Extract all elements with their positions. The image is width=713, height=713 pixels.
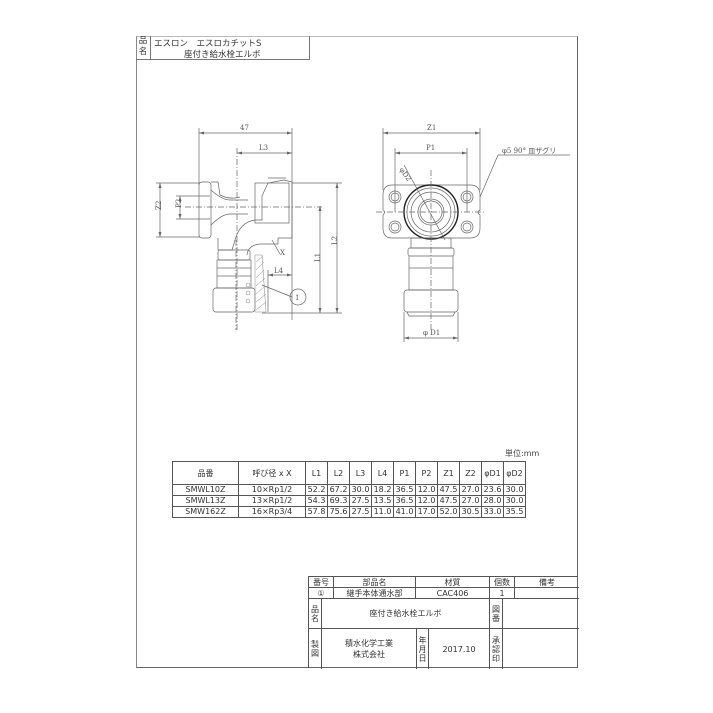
cell: 27.5 xyxy=(349,495,372,507)
cell: 27.5 xyxy=(349,506,372,518)
cell: 18.2 xyxy=(371,484,394,496)
label-char: 名 xyxy=(138,47,148,57)
header-cell: P1 xyxy=(393,461,416,485)
date-value: 2017.10 xyxy=(429,629,490,669)
header-cell: Z2 xyxy=(459,461,482,485)
maker-line2: 株式会社 xyxy=(353,650,385,659)
title-block: 番号 部品名 材質 個数 備考 ① 継手本体通水部 CAC406 1 品名 座付… xyxy=(308,576,579,669)
cell: 27.0 xyxy=(459,484,482,496)
cell: 57.8 xyxy=(305,506,328,518)
maker-label: 製図 xyxy=(309,629,322,669)
col-remarks-header: 備考 xyxy=(515,577,579,588)
cell: 36.5 xyxy=(393,495,416,507)
cell: 17.0 xyxy=(415,506,438,518)
cell: 30.0 xyxy=(503,484,526,496)
cell: 28.0 xyxy=(481,495,504,507)
cell: SMW162Z xyxy=(172,506,239,518)
header-cell: L1 xyxy=(305,461,328,485)
part-qty: 1 xyxy=(490,588,515,599)
cell: 30.5 xyxy=(459,506,482,518)
table-row: SMWL13Z 13×Rp1/2 54.3 69.3 27.5 13.5 36.… xyxy=(172,495,526,507)
drawing-sheet-border xyxy=(136,36,578,668)
product-name-label: 品 名 xyxy=(136,36,151,59)
header-cell: φD1 xyxy=(481,461,504,485)
cell: 30.0 xyxy=(503,495,526,507)
cell: 47.5 xyxy=(437,484,460,496)
header-cell: L4 xyxy=(371,461,394,485)
cell: 67.2 xyxy=(327,484,350,496)
name-value: 座付き給水栓エルボ xyxy=(322,599,490,629)
cell: 11.0 xyxy=(371,506,394,518)
header-cell: 品番 xyxy=(172,461,239,485)
approval-label: 承認印 xyxy=(490,629,503,669)
dim-z2-label: Z2 xyxy=(155,201,163,210)
product-name-box: 品 名 エスロン エスロカチットS 座付き給水栓エルボ xyxy=(136,36,310,60)
cell: 54.3 xyxy=(305,495,328,507)
cell: SMWL13Z xyxy=(172,495,239,507)
cell: 23.6 xyxy=(481,484,504,496)
header-cell: Z1 xyxy=(437,461,460,485)
cell: 47.5 xyxy=(437,495,460,507)
balloon-label: 1 xyxy=(295,294,299,302)
dim-d1-label: φ D1 xyxy=(423,329,440,337)
date-label: 年月日 xyxy=(417,629,429,669)
spec-header-row: 品番 呼び径 x X L1 L2 L3 L4 P1 P2 Z1 Z2 φD1 φ… xyxy=(172,461,526,485)
part-no: ① xyxy=(309,588,334,599)
cell: 10×Rp1/2 xyxy=(238,484,306,496)
cell: 52.2 xyxy=(305,484,328,496)
maker-line1: 積水化学工業 xyxy=(345,639,393,648)
label-char: 品 xyxy=(138,36,148,46)
hole-note: φ5 90° 皿ザグリ xyxy=(502,146,556,155)
dim-l4-label: L4 xyxy=(274,267,284,275)
cell: 52.0 xyxy=(437,506,460,518)
product-name: 座付き給水栓エルボ xyxy=(184,50,261,60)
drawing-no-value xyxy=(503,599,579,629)
cell: SMWL10Z xyxy=(172,484,239,496)
col-no-header: 番号 xyxy=(309,577,334,588)
cell: 75.6 xyxy=(327,506,350,518)
header-cell: φD2 xyxy=(503,461,526,485)
name-label: 品名 xyxy=(309,599,322,629)
dim-l3-label: L3 xyxy=(259,144,268,152)
unit-label: 単位:mm xyxy=(505,449,540,458)
cell: 69.3 xyxy=(327,495,350,507)
dim-overall-label: 47 xyxy=(240,124,249,132)
header-cell: L3 xyxy=(349,461,372,485)
dim-d2-label: φD2 xyxy=(398,166,413,183)
cell: 30.0 xyxy=(349,484,372,496)
cell: 41.0 xyxy=(393,506,416,518)
part-remarks xyxy=(515,588,579,599)
spec-table: 品番 呼び径 x X L1 L2 L3 L4 P1 P2 Z1 Z2 φD1 φ… xyxy=(172,461,526,518)
cell: 33.0 xyxy=(481,506,504,518)
cell: 13×Rp1/2 xyxy=(238,495,306,507)
header-cell: 呼び径 x X xyxy=(238,461,306,485)
part-material: CAC406 xyxy=(416,588,490,599)
cell: 13.5 xyxy=(371,495,394,507)
part-name: 継手本体通水部 xyxy=(334,588,416,599)
dim-l1-label: L1 xyxy=(314,253,322,262)
maker-value: 積水化学工業 株式会社 xyxy=(322,629,417,669)
table-row: SMWL10Z 10×Rp1/2 52.2 67.2 30.0 18.2 36.… xyxy=(172,484,526,496)
cell: 35.5 xyxy=(503,506,526,518)
dim-p1-label: P1 xyxy=(426,144,435,152)
dim-x-label: X xyxy=(280,249,285,257)
header-cell: P2 xyxy=(415,461,438,485)
table-row: SMW162Z 16×Rp3/4 57.8 75.6 27.5 11.0 41.… xyxy=(172,506,526,518)
cell: 16×Rp3/4 xyxy=(238,506,306,518)
col-qty-header: 個数 xyxy=(490,577,515,588)
drawing-no-label: 図番 xyxy=(490,599,503,629)
cell: 12.0 xyxy=(415,484,438,496)
approval-value xyxy=(503,629,579,669)
header-cell: L2 xyxy=(327,461,350,485)
col-material-header: 材質 xyxy=(416,577,490,588)
product-series: エスロン エスロカチットS xyxy=(154,39,262,49)
dim-l2-label: L2 xyxy=(331,236,339,245)
dim-z1-label: Z1 xyxy=(427,124,436,132)
cell: 12.0 xyxy=(415,495,438,507)
cell: 36.5 xyxy=(393,484,416,496)
cell: 27.0 xyxy=(459,495,482,507)
dim-p2-label: P2 xyxy=(175,199,183,208)
col-part-name-header: 部品名 xyxy=(334,577,416,588)
